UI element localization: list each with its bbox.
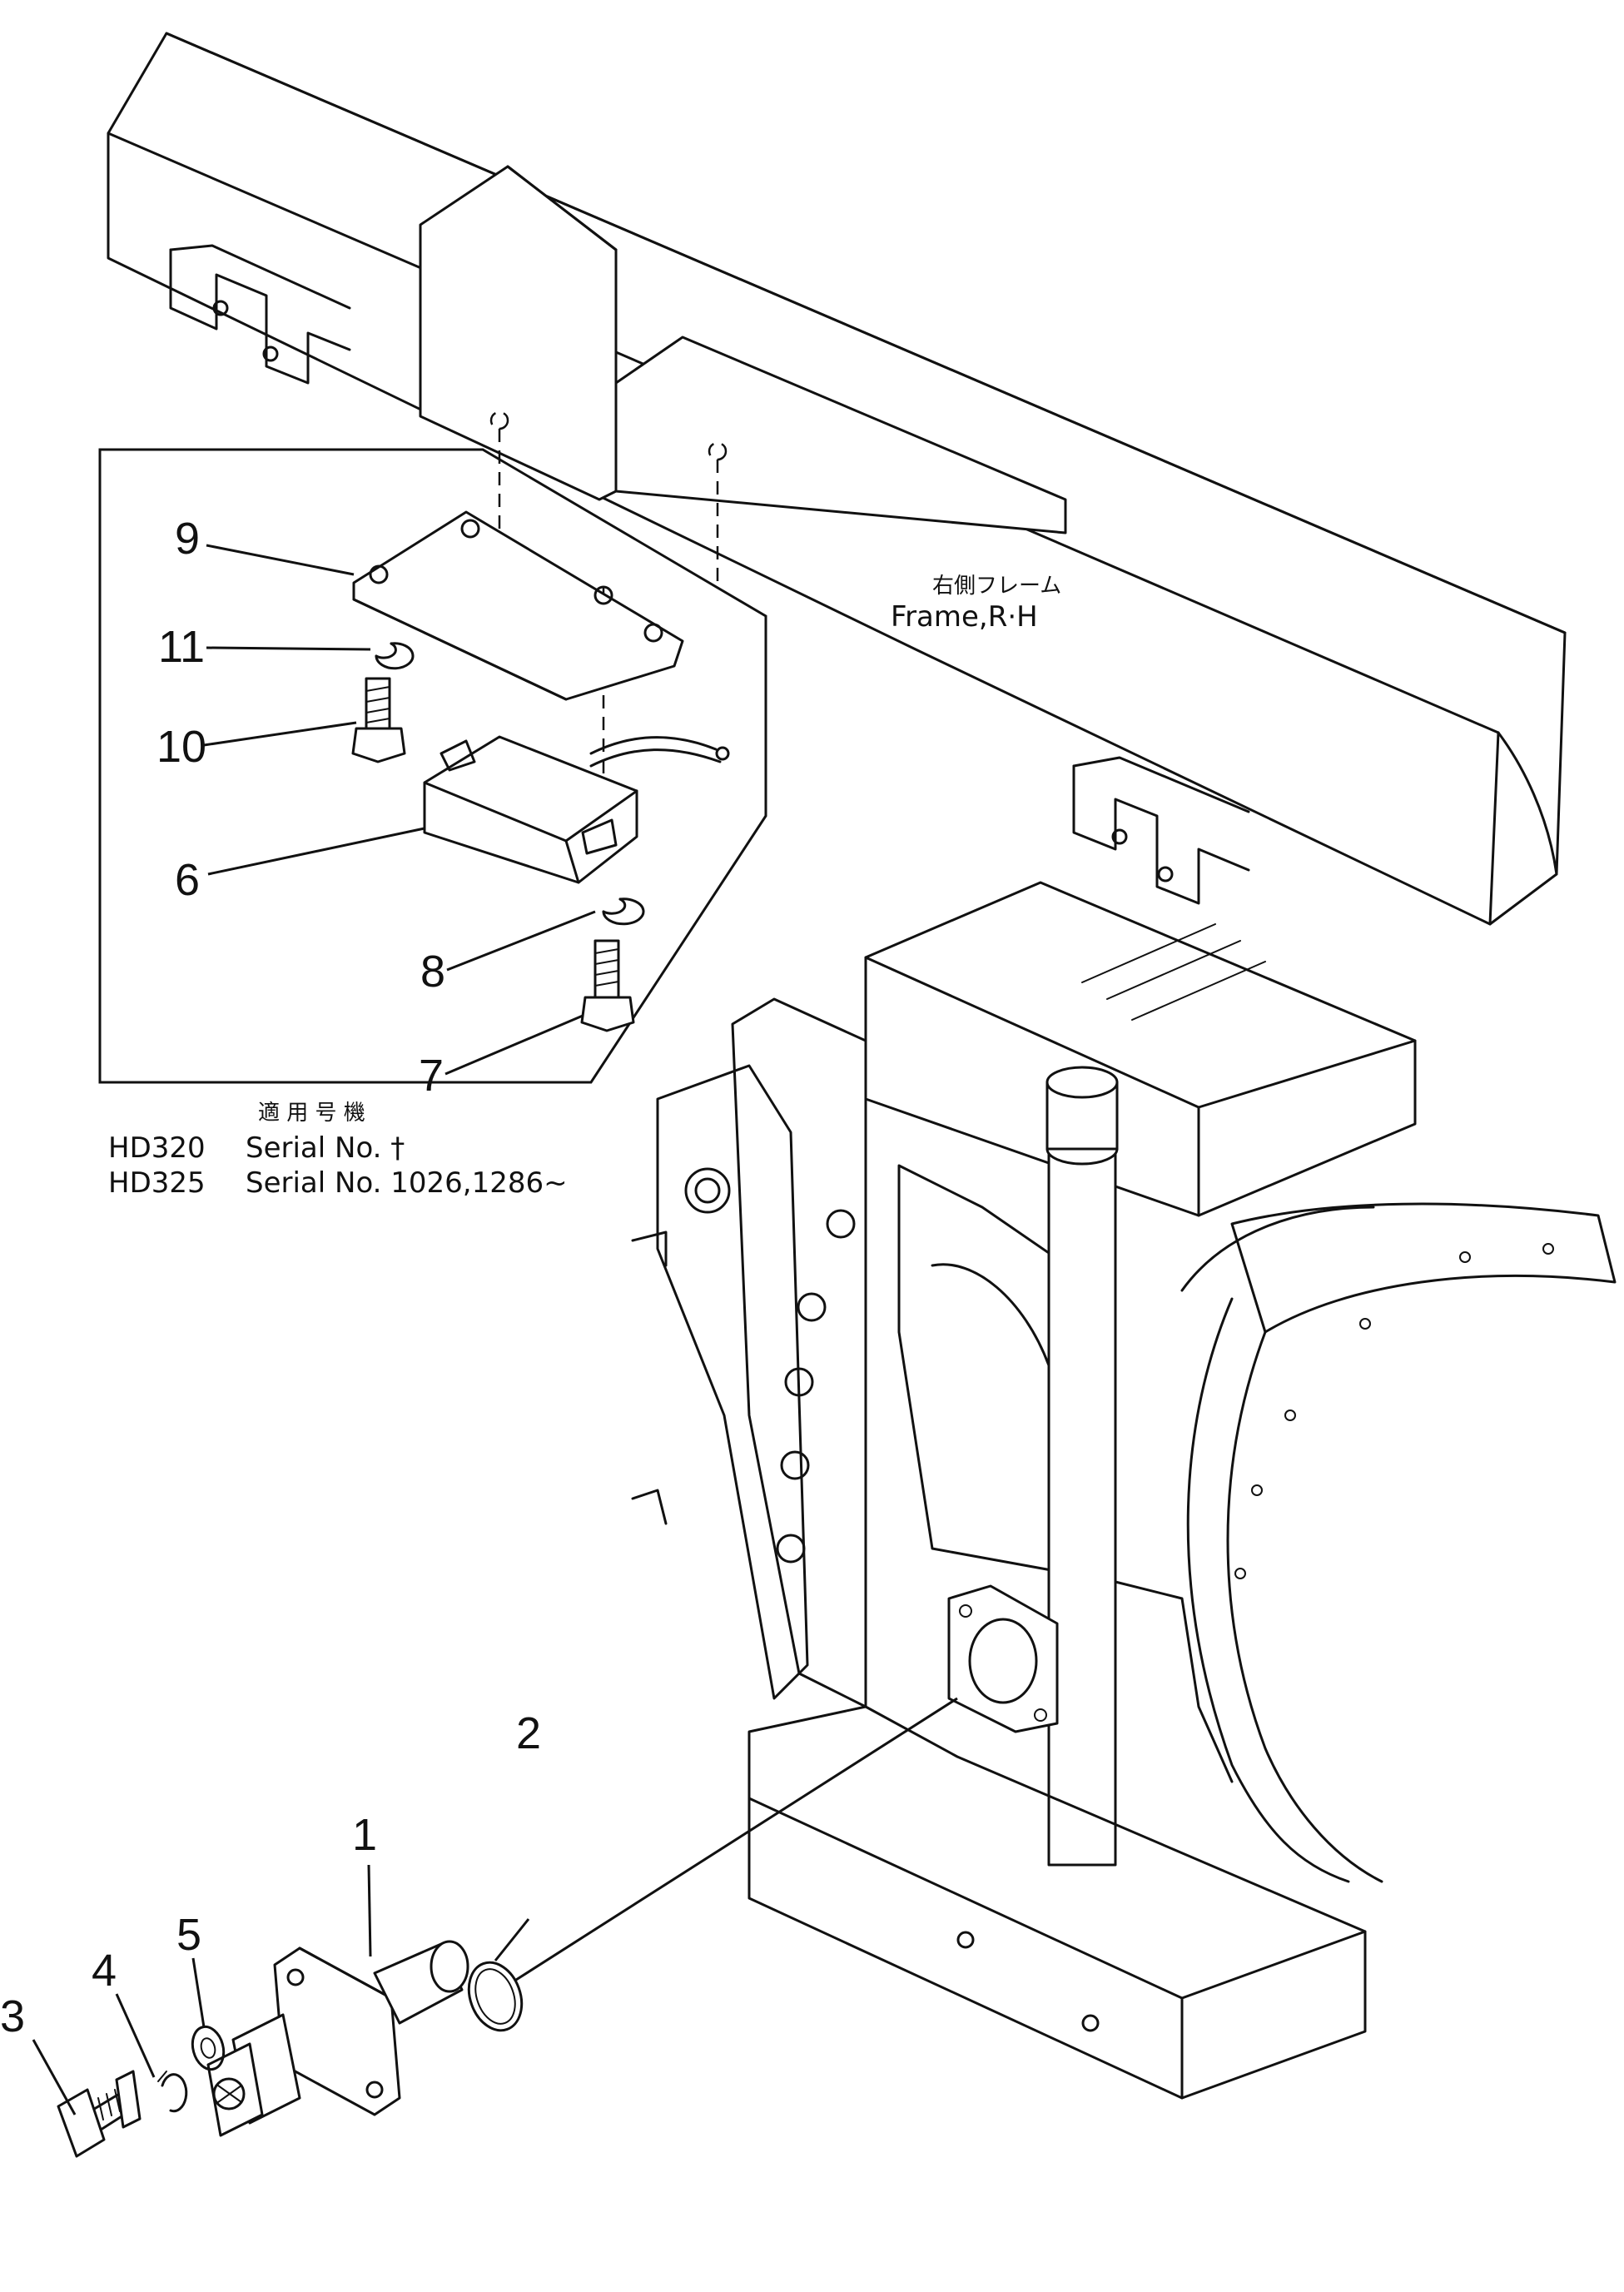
applicability-serial-1: Serial No. † (246, 1131, 405, 1165)
transmission-housing-drawing (631, 881, 1617, 2100)
part-2-o-ring (467, 1697, 958, 2032)
part-6-box (423, 735, 730, 884)
detail-box-outline (98, 448, 767, 1084)
callout-7: 7 (419, 1051, 444, 1101)
part-9-cover-plate (352, 510, 684, 701)
callout-6: 6 (175, 855, 200, 905)
frame-rh-drawing (107, 32, 1567, 926)
callout-4: 4 (92, 1946, 117, 1996)
part-5-washer (191, 2025, 226, 2071)
part-8-washer (602, 897, 645, 926)
callout-5: 5 (176, 1910, 201, 1960)
applicability-heading: 適 用 号 機 (258, 1101, 365, 1126)
part-3-bolt (57, 2070, 142, 2158)
applicability-serial-2: Serial No. 1026,1286~ (246, 1166, 568, 1200)
callout-3: 3 (0, 1991, 25, 2041)
applicability-model-2: HD325 (108, 1166, 206, 1200)
callout-11: 11 (158, 622, 205, 672)
callout-8: 8 (420, 947, 445, 997)
callout-1: 1 (352, 1810, 377, 1860)
callout-10: 10 (156, 722, 206, 772)
part-11-washer (375, 642, 415, 670)
callout-9: 9 (175, 514, 200, 564)
applicability-model-1: HD320 (108, 1131, 206, 1165)
callout-2: 2 (516, 1708, 541, 1758)
part-10-bolt (351, 677, 406, 763)
part-1-sensor (206, 1940, 469, 2137)
part-7-bolt (580, 939, 635, 1032)
part-4-lock-washer (157, 2071, 188, 2113)
frame-label-japanese: 右側フレーム (932, 574, 1061, 599)
frame-label-english: Frame,R·H (891, 600, 1038, 634)
